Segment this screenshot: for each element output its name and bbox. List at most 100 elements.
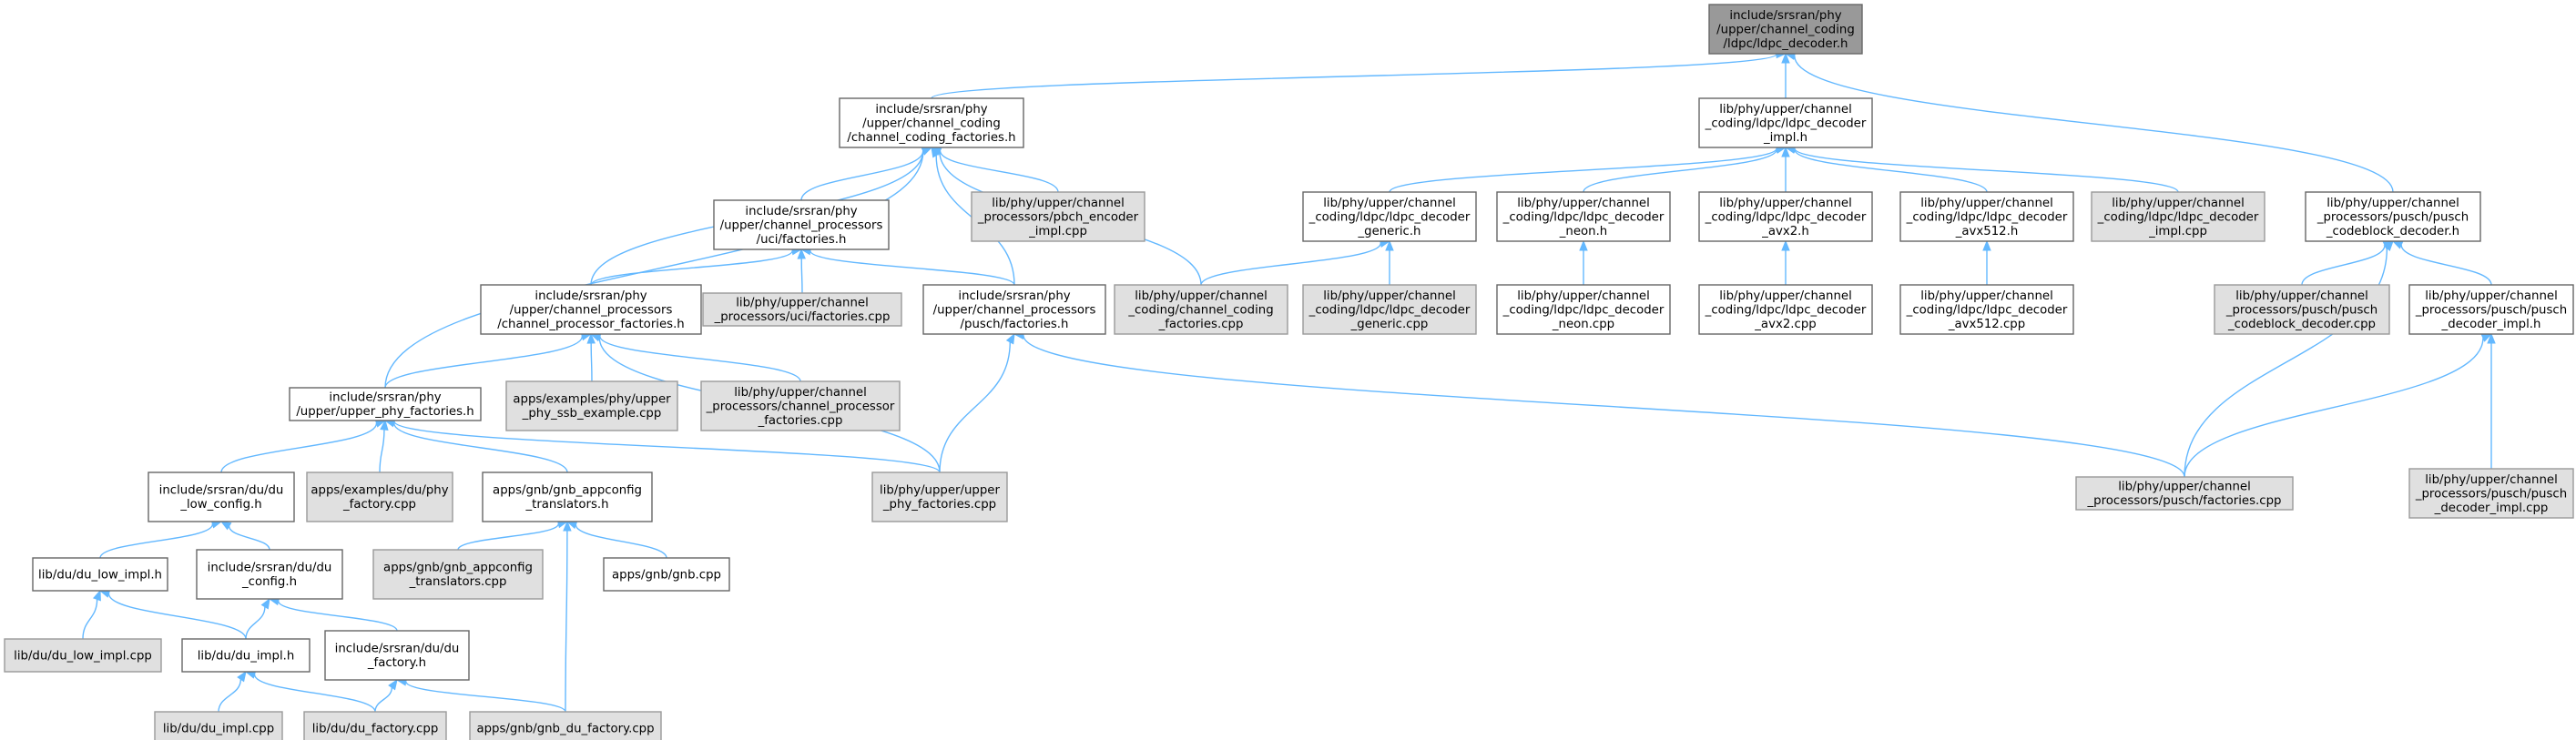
node-n24[interactable]: lib/phy/upper/channel_processors/pusch/f… <box>2075 476 2294 511</box>
edge-n7-n16 <box>1579 239 1588 285</box>
node-n15[interactable]: lib/phy/upper/channel_coding/ldpc/ldpc_d… <box>1302 284 1477 335</box>
edge-n1-n21 <box>384 147 933 389</box>
edge-n36-n38 <box>374 678 398 713</box>
edge-line <box>374 687 393 713</box>
node-label-line: _coding/channel_coding <box>1127 303 1273 317</box>
node-n6[interactable]: lib/phy/upper/channel_coding/ldpc/ldpc_d… <box>1302 191 1477 242</box>
node-n8[interactable]: lib/phy/upper/channel_coding/ldpc/ldpc_d… <box>1698 191 1873 242</box>
edge-n11-n21 <box>384 332 593 389</box>
node-box <box>148 471 295 522</box>
node-box <box>871 471 1008 522</box>
node-n12[interactable]: lib/phy/upper/channel_processors/uci/fac… <box>702 292 902 327</box>
node-n19[interactable]: lib/phy/upper/channel_processors/pusch/p… <box>2214 284 2390 335</box>
node-n18[interactable]: lib/phy/upper/channel_coding/ldpc/ldpc_d… <box>1899 284 2074 335</box>
node-label-line: lib/phy/upper/channel <box>2118 481 2251 494</box>
node-n36[interactable]: include/srsran/du/du_factory.h <box>324 630 470 681</box>
edge-line <box>1794 148 1988 193</box>
node-n5[interactable]: lib/phy/upper/channel_processors/pbch_en… <box>971 191 1145 242</box>
node-label-line: lib/phy/upper/channel <box>992 197 1125 210</box>
node-n21[interactable]: include/srsran/phy/upper/upper_phy_facto… <box>289 387 482 421</box>
node-n20[interactable]: lib/phy/upper/channel_processors/pusch/p… <box>2408 284 2574 335</box>
node-n3[interactable]: lib/phy/upper/channel_processors/pusch/p… <box>2305 191 2481 242</box>
node-label-line: apps/gnb/gnb_appconfig <box>493 484 642 498</box>
node-n28[interactable]: apps/gnb/gnb_appconfig_translators.h <box>482 471 653 522</box>
node-box <box>1698 191 1873 242</box>
node-label-line: _coding/ldpc/ldpc_decoder <box>1705 303 1867 317</box>
node-label-line: _impl.cpp <box>1028 225 1087 238</box>
node-box <box>2408 284 2574 335</box>
node-n37[interactable]: lib/du/du_impl.cpp <box>154 711 283 740</box>
edge-n36-n39 <box>395 677 566 713</box>
node-label-line: lib/phy/upper/channel <box>1323 289 1456 303</box>
node-n27[interactable]: apps/examples/du/phy_factory.cpp <box>306 471 453 522</box>
node-label-line: _neon.h <box>1559 225 1607 238</box>
edge-line <box>384 336 584 389</box>
edge-n20-n24 <box>2184 333 2493 478</box>
node-n16[interactable]: lib/phy/upper/channel_coding/ldpc/ldpc_d… <box>1496 284 1671 335</box>
node-label-line: lib/du/du_low_impl.cpp <box>14 649 152 663</box>
node-box <box>482 471 653 522</box>
node-label-line: _avx512.cpp <box>1948 318 2025 331</box>
edge-n4-n12 <box>797 248 806 294</box>
node-n10[interactable]: lib/phy/upper/channel_coding/ldpc/ldpc_d… <box>2091 191 2265 242</box>
node-n31[interactable]: include/srsran/du/du_config.h <box>196 549 343 600</box>
edge-n3-n20 <box>2391 240 2492 286</box>
edge-arrowhead <box>797 248 806 259</box>
edge-arrowhead <box>237 670 247 683</box>
edge-n30-n34 <box>82 589 101 640</box>
node-n2[interactable]: lib/phy/upper/channel_coding/ldpc/ldpc_d… <box>1698 97 1873 148</box>
node-n0[interactable]: include/srsran/phy/upper/channel_coding/… <box>1708 4 1863 55</box>
node-n39[interactable]: apps/gnb/gnb_du_factory.cpp <box>469 711 662 740</box>
node-label-line: _avx512.h <box>1955 225 2019 238</box>
node-label-line: _translators.cpp <box>409 575 507 589</box>
node-label-line: _processors/pusch/factories.cpp <box>2087 494 2282 508</box>
edge-n0-n1 <box>931 49 1787 99</box>
node-label-line: lib/phy/upper/channel <box>1517 289 1650 303</box>
node-box <box>372 549 544 600</box>
node-box <box>1698 284 1873 335</box>
node-box <box>1302 284 1477 335</box>
edge-line <box>565 530 568 713</box>
node-n9[interactable]: lib/phy/upper/channel_coding/ldpc/ldpc_d… <box>1899 191 2074 242</box>
node-n26[interactable]: include/srsran/du/du_low_config.h <box>148 471 295 522</box>
node-n1[interactable]: include/srsran/phy/upper/channel_coding/… <box>839 97 1024 148</box>
node-n25[interactable]: lib/phy/upper/channel_processors/pusch/p… <box>2408 468 2574 519</box>
node-n22[interactable]: apps/examples/phy/upper_phy_ssb_example.… <box>505 380 678 431</box>
node-label-line: include/srsran/du/du <box>335 643 460 656</box>
edge-n28-n32 <box>457 520 569 551</box>
edge-arrowhead <box>260 597 270 610</box>
edge-line <box>2301 245 2386 286</box>
edge-line <box>575 524 667 559</box>
node-n13[interactable]: include/srsran/phy/upper/channel_process… <box>922 284 1106 335</box>
node-n33[interactable]: apps/gnb/gnb.cpp <box>603 557 730 592</box>
node-n30[interactable]: lib/du/du_low_impl.h <box>32 557 168 592</box>
node-n7[interactable]: lib/phy/upper/channel_coding/ldpc/ldpc_d… <box>1496 191 1671 242</box>
node-label-line: /upper/channel_coding <box>862 117 1001 130</box>
node-n32[interactable]: apps/gnb/gnb_appconfig_translators.cpp <box>372 549 544 600</box>
edge-line <box>228 525 270 551</box>
edge-arrowhead <box>380 419 389 431</box>
node-n4[interactable]: include/srsran/phy/upper/channel_process… <box>713 199 890 250</box>
node-label-line: _generic.cpp <box>1350 318 1429 331</box>
node-n23[interactable]: lib/phy/upper/channel_processors/channel… <box>700 380 901 431</box>
node-n34[interactable]: lib/du/du_low_impl.cpp <box>4 638 162 673</box>
node-label-line: /upper/upper_phy_factories.h <box>296 405 473 419</box>
node-n29[interactable]: lib/phy/upper/upper_phy_factories.cpp <box>871 471 1008 522</box>
edge-line <box>800 258 803 294</box>
node-label-line: /uci/factories.h <box>757 233 847 247</box>
node-label-line: lib/phy/upper/channel <box>2235 289 2368 303</box>
node-n38[interactable]: lib/du/du_factory.cpp <box>303 711 447 740</box>
node-n35[interactable]: lib/du/du_impl.h <box>181 638 311 673</box>
edge-n35-n37 <box>218 670 247 713</box>
node-label-line: _decoder_impl.cpp <box>2434 502 2549 515</box>
node-n17[interactable]: lib/phy/upper/channel_coding/ldpc/ldpc_d… <box>1698 284 1873 335</box>
node-n14[interactable]: lib/phy/upper/channel_coding/channel_cod… <box>1114 284 1288 335</box>
edge-arrowhead <box>2487 332 2496 344</box>
edge-n3-n24 <box>2184 239 2394 478</box>
node-n11[interactable]: include/srsran/phy/upper/channel_process… <box>480 284 702 335</box>
edge-n2-n10 <box>1784 144 2179 193</box>
node-label-line: _phy_ssb_example.cpp <box>522 407 662 421</box>
edge-n6-n15 <box>1385 239 1394 285</box>
edge-line <box>939 341 1011 473</box>
edge-line <box>599 335 801 382</box>
